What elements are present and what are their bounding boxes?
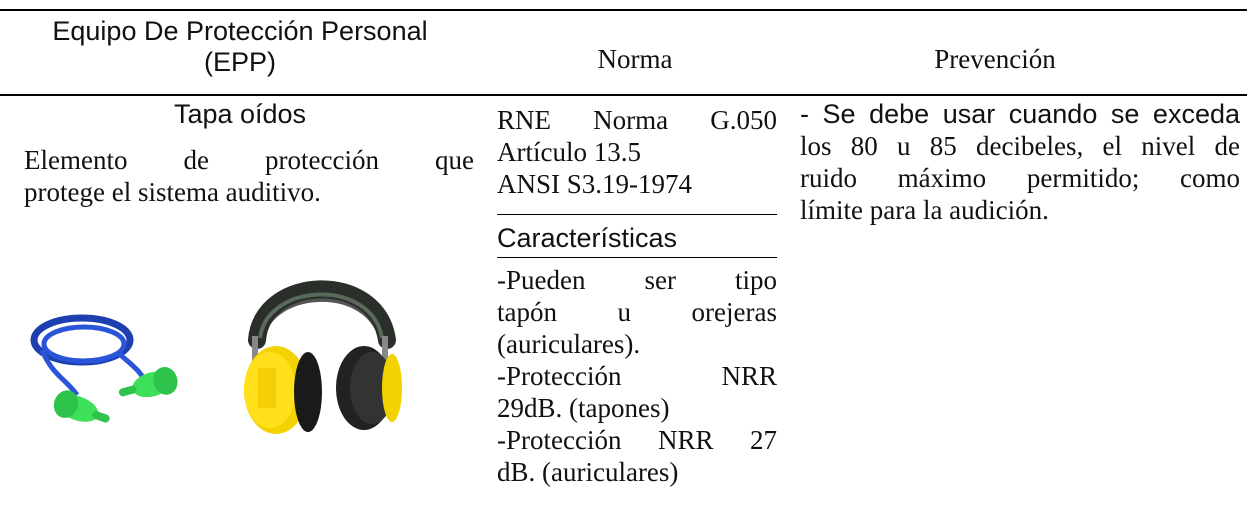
prev-line-4: límite para la audición. <box>800 195 1049 225</box>
header-bottom-rule <box>0 94 1247 96</box>
earplugs-icon <box>30 314 178 423</box>
header-epp: Equipo De Protección Personal (EPP) <box>52 16 428 77</box>
item-description-line1: Elemento de protección que <box>24 145 474 175</box>
norma-line-3: ANSI S3.19-1974 <box>497 169 693 199</box>
caracteristicas-label: Características <box>497 223 678 253</box>
header-norma: Norma <box>597 44 673 74</box>
caracteristicas-block: -Pueden ser tipo tapón u orejeras (auric… <box>497 264 777 488</box>
caract-line-7: dB. (auriculares) <box>497 457 679 487</box>
caract-line-3: (auriculares). <box>497 329 641 359</box>
caract-line-1: -Pueden ser tipo <box>497 265 777 295</box>
item-name: Tapa oídos <box>173 99 307 129</box>
prevencion-block: - Se debe usar cuando se exceda los 80 u… <box>800 98 1240 226</box>
caract-line-4: -Protección NRR <box>497 361 777 391</box>
norma-line-2: Artículo 13.5 <box>497 137 641 167</box>
prev-line-1: - Se debe usar cuando se exceda <box>800 99 1240 129</box>
caracteristicas-separator <box>497 257 777 258</box>
earmuffs-icon <box>244 280 402 434</box>
caract-line-2: tapón u orejeras <box>497 297 777 327</box>
norma-separator <box>497 214 777 215</box>
item-description-line2: protege el sistema auditivo. <box>24 177 321 207</box>
caract-line-6: -Protección NRR 27 <box>497 425 777 455</box>
header-prevencion: Prevención <box>934 44 1056 74</box>
table-top-rule <box>0 9 1247 11</box>
prev-line-3: ruido máximo permitido; como <box>800 163 1240 193</box>
caract-line-5: 29dB. (tapones) <box>497 393 670 423</box>
norma-block: RNE Norma G.050 Artículo 13.5 ANSI S3.19… <box>497 104 777 200</box>
norma-line-1: RNE Norma G.050 <box>497 105 777 135</box>
prev-line-2: los 80 u 85 decibeles, el nivel de <box>800 131 1240 161</box>
